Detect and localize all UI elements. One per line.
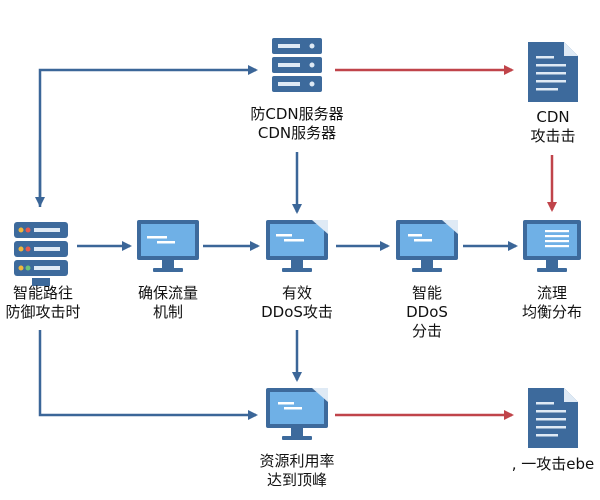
monitor-icon <box>523 220 581 272</box>
label-line: 防CDN服务器 <box>250 105 344 123</box>
label-line: DDoS攻击 <box>261 303 333 321</box>
label-left-server: 智能路往 防御攻击时 <box>0 284 108 322</box>
label-line: 均衡分布 <box>521 303 582 321</box>
monitor-icon <box>137 220 199 272</box>
label-line: 智能 <box>411 284 442 302</box>
document-icon <box>528 42 578 102</box>
label-line: 智能路往 <box>12 284 73 302</box>
label-line: 分击 <box>411 322 442 340</box>
label-line: 机制 <box>152 303 183 321</box>
label-smart-ddos: 智能 DDoS 分击 <box>362 284 492 341</box>
label-resource-peak: 资源利用率 达到顶峰 <box>232 452 362 490</box>
monitor-icon <box>266 388 328 440</box>
label-top-server: 防CDN服务器 CDN服务器 <box>232 105 362 143</box>
server-rack-icon <box>14 222 68 286</box>
connector-left-top-loop <box>38 65 258 207</box>
label-line: 流理 <box>536 284 567 302</box>
label-line: 防御攻击时 <box>5 303 81 321</box>
label-line: 攻击击 <box>530 127 576 145</box>
label-effective-ddos: 有效 DDoS攻击 <box>232 284 362 322</box>
label-ensure-flow: 确保流量 机制 <box>103 284 233 322</box>
label-cdn-attack: CDN 攻击击 <box>488 108 600 146</box>
label-balance: 流理 均衡分布 <box>487 284 600 322</box>
label-line: , 一攻击ebe <box>511 455 595 473</box>
label-line: 有效 <box>281 284 312 302</box>
label-line: DDoS <box>406 303 448 321</box>
monitor-icon <box>396 220 458 272</box>
document-icon <box>528 388 578 448</box>
connector-left-bottom-loop <box>38 330 258 420</box>
server-rack-icon <box>272 38 322 92</box>
monitor-icon <box>266 220 328 272</box>
label-line: CDN服务器 <box>257 124 337 142</box>
label-line: CDN <box>536 108 570 126</box>
label-line: 资源利用率 <box>259 452 335 470</box>
label-line: 确保流量 <box>137 284 198 302</box>
label-line: 达到顶峰 <box>266 471 327 489</box>
label-bottom-doc: , 一攻击ebe <box>488 455 600 474</box>
